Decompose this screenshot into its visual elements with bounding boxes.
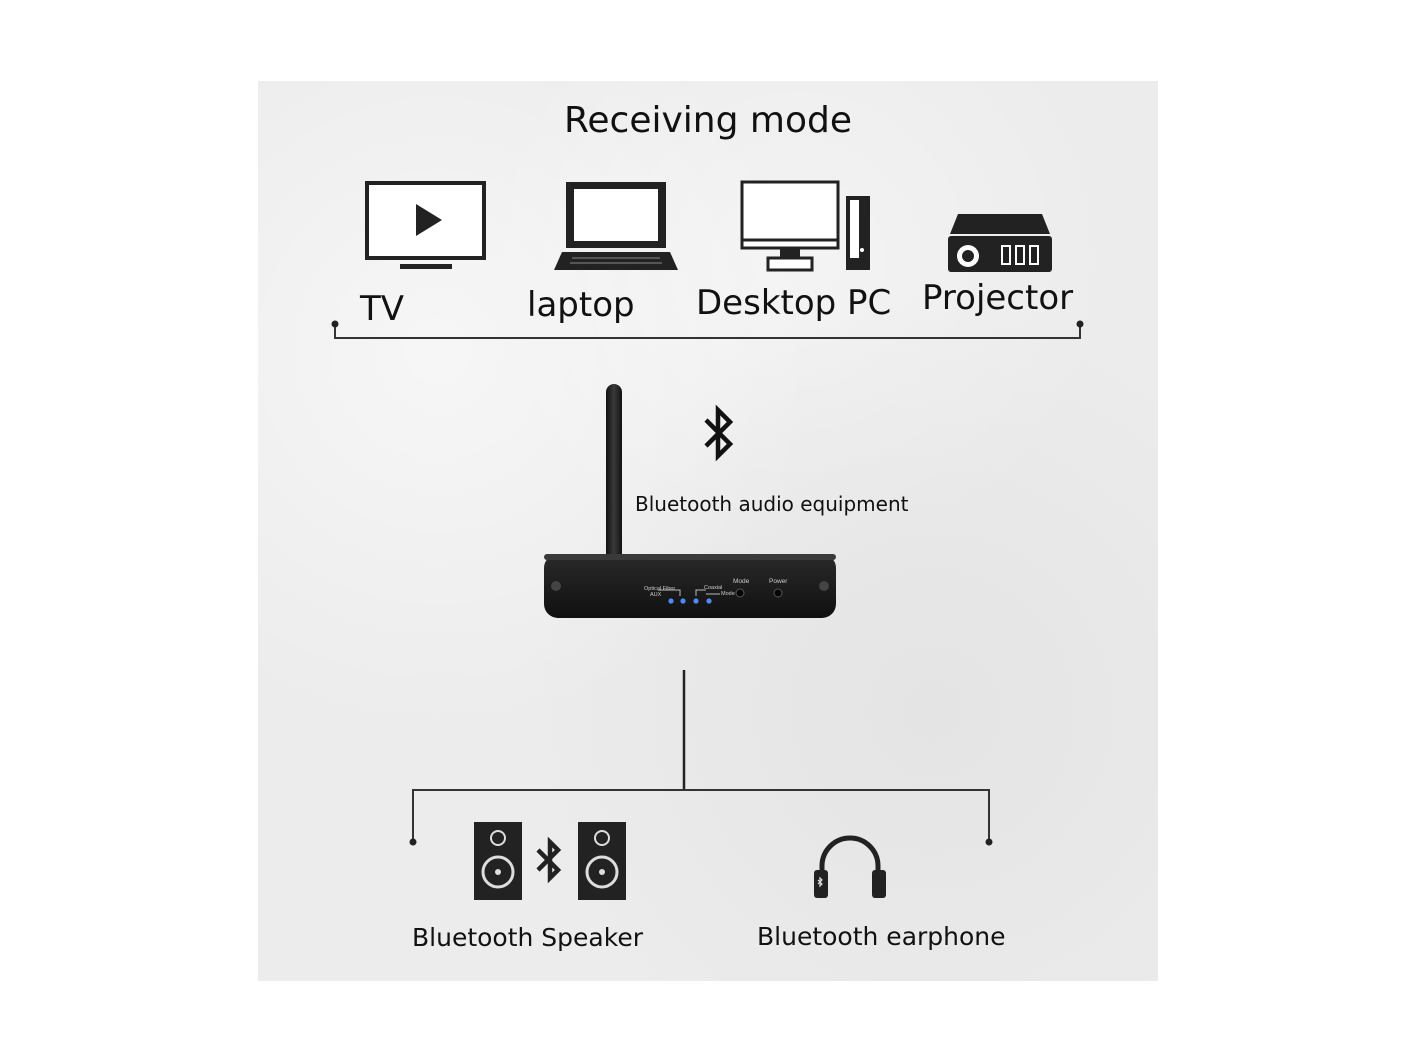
device-label-aux: AUX bbox=[650, 592, 662, 598]
source-label-projector: Projector bbox=[922, 278, 1074, 318]
center-label: Bluetooth audio equipment bbox=[635, 492, 909, 516]
device-label-coaxial: Coaxial bbox=[704, 585, 722, 591]
output-label-speaker: Bluetooth Speaker bbox=[412, 923, 643, 952]
tv-icon bbox=[365, 181, 486, 269]
bluetooth-icon bbox=[704, 404, 734, 462]
speaker-icon bbox=[474, 822, 626, 900]
laptop-icon bbox=[554, 182, 678, 270]
device-label-mode: Mode bbox=[733, 578, 750, 585]
device-label-optical: Optical Fiber bbox=[644, 586, 675, 592]
source-label-tv: TV bbox=[360, 289, 405, 329]
desktop-pc-icon bbox=[740, 180, 870, 272]
headphones-icon bbox=[814, 835, 886, 898]
device-label-power: Power bbox=[769, 578, 788, 585]
source-label-laptop: laptop bbox=[527, 285, 635, 325]
page-title: Receiving mode bbox=[564, 100, 852, 141]
device-label-mode-small: Mode bbox=[721, 591, 735, 597]
output-label-earphone: Bluetooth earphone bbox=[757, 922, 1006, 951]
source-label-desktop-pc: Desktop PC bbox=[696, 283, 892, 323]
projector-icon bbox=[948, 214, 1052, 272]
bluetooth-receiver-device: Optical Fiber AUX Coaxial Mode Mode Powe… bbox=[544, 384, 836, 618]
